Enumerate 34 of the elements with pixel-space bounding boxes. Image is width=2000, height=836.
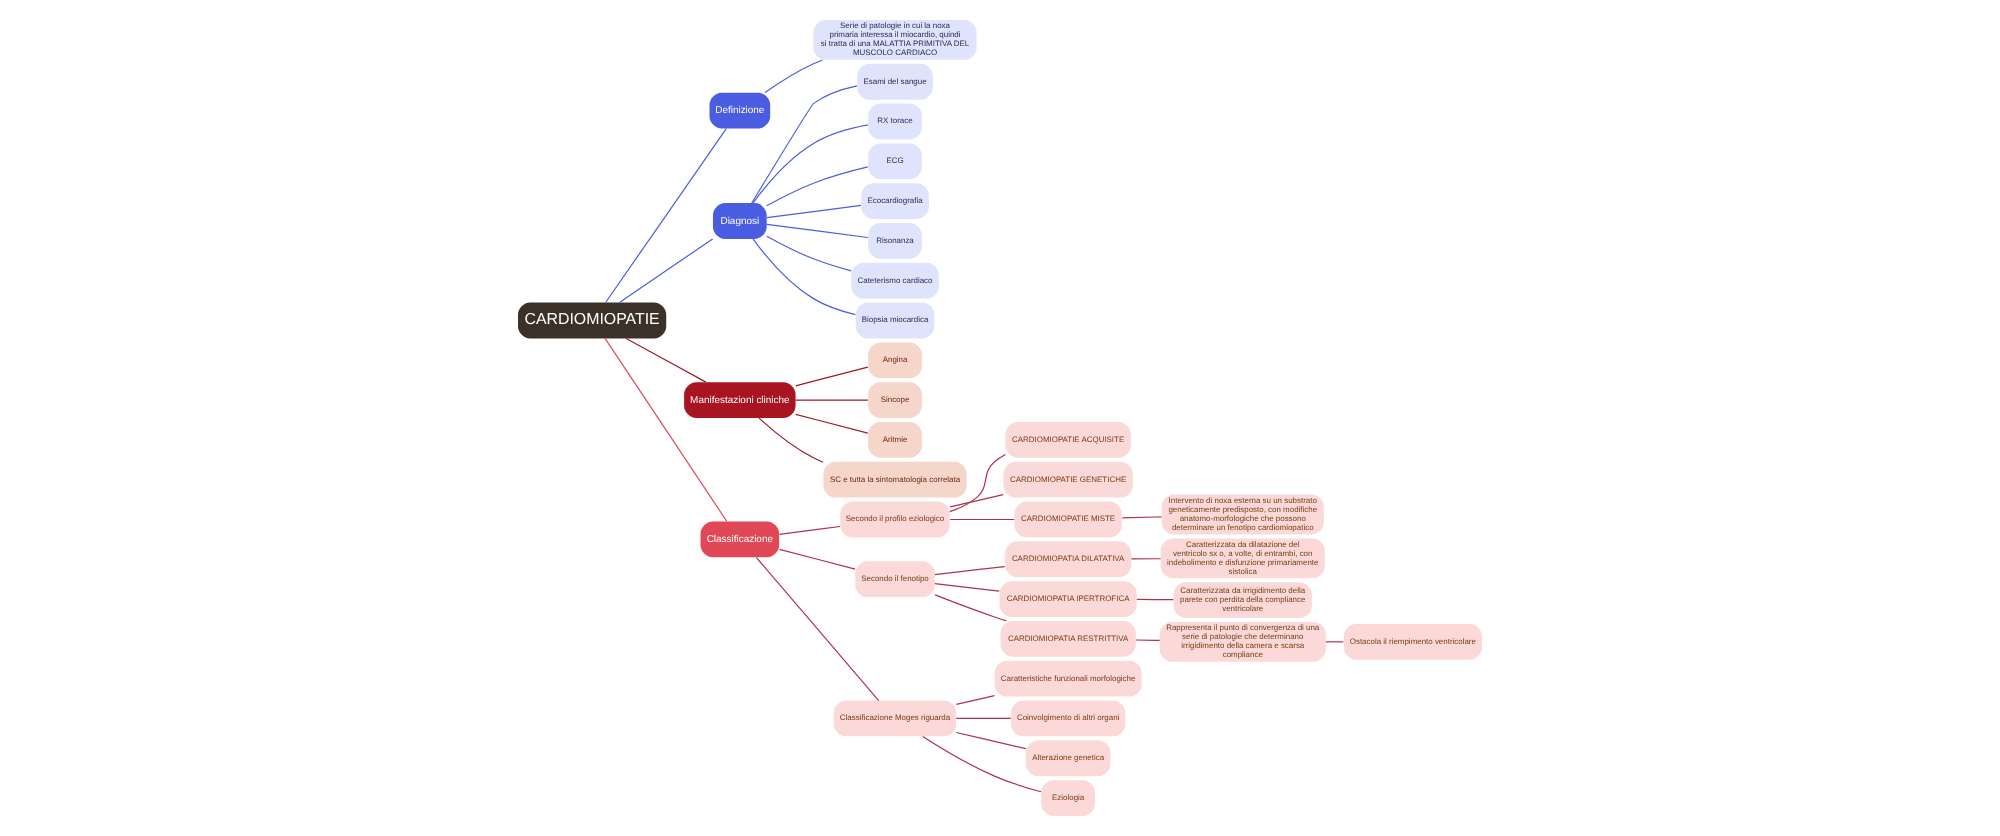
connector xyxy=(755,556,880,702)
connector xyxy=(766,166,869,207)
connector xyxy=(795,366,869,387)
connector xyxy=(922,735,1042,793)
connector xyxy=(766,235,852,272)
connector xyxy=(949,493,1004,508)
connector xyxy=(795,413,869,434)
connector xyxy=(955,694,996,706)
connector xyxy=(1130,558,1162,560)
connector xyxy=(949,453,1006,513)
connector xyxy=(751,85,858,204)
connector xyxy=(1135,639,1161,642)
connector xyxy=(955,731,1027,750)
connector xyxy=(752,124,869,204)
connector xyxy=(605,128,727,303)
connector xyxy=(1136,598,1174,601)
connector xyxy=(766,223,869,239)
connector xyxy=(934,565,1006,576)
connector xyxy=(778,525,841,535)
connector xyxy=(604,337,728,522)
connector xyxy=(766,204,862,219)
connector xyxy=(934,583,1000,592)
node-box: CARDIOMIOPATIE xyxy=(518,302,667,339)
connector xyxy=(778,548,856,570)
connector xyxy=(758,417,824,463)
connector xyxy=(934,594,1007,622)
connector xyxy=(752,238,856,316)
connector xyxy=(955,717,1012,720)
connector xyxy=(625,337,707,383)
connector xyxy=(949,518,1015,521)
connector xyxy=(1121,516,1163,519)
connector xyxy=(764,59,824,94)
connector xyxy=(618,238,714,304)
connector xyxy=(795,399,869,401)
